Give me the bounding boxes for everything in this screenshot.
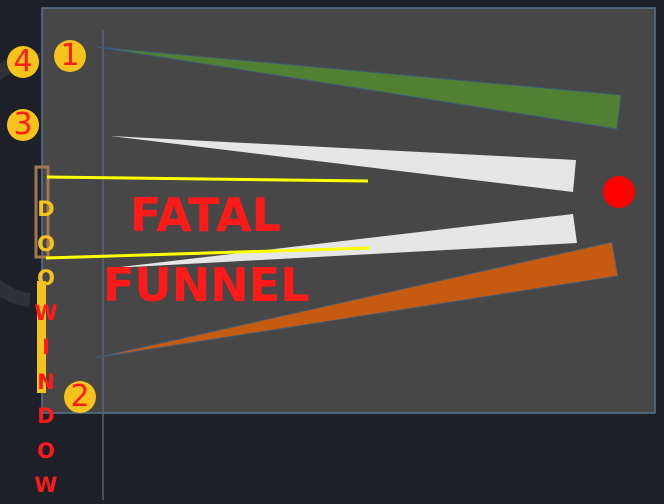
- green-sector: [96, 46, 622, 130]
- window-strip: [37, 281, 46, 393]
- title-funnel: FUNNEL: [103, 258, 310, 312]
- door-frame: [34, 165, 50, 259]
- orange-sector: [93, 241, 619, 359]
- lower-white-sector: [112, 214, 577, 268]
- upper-white-sector: [110, 136, 576, 192]
- title-fatal: FATAL: [130, 188, 281, 242]
- outside-arc: [0, 52, 41, 307]
- marker-4: 4: [7, 46, 39, 78]
- marker-3: 3: [7, 109, 39, 141]
- marker-2: 2: [64, 381, 96, 413]
- target-dot: [603, 176, 635, 208]
- lower-sight-line: [45, 246, 371, 260]
- upper-sight-line: [46, 175, 369, 183]
- marker-1: 1: [54, 40, 86, 72]
